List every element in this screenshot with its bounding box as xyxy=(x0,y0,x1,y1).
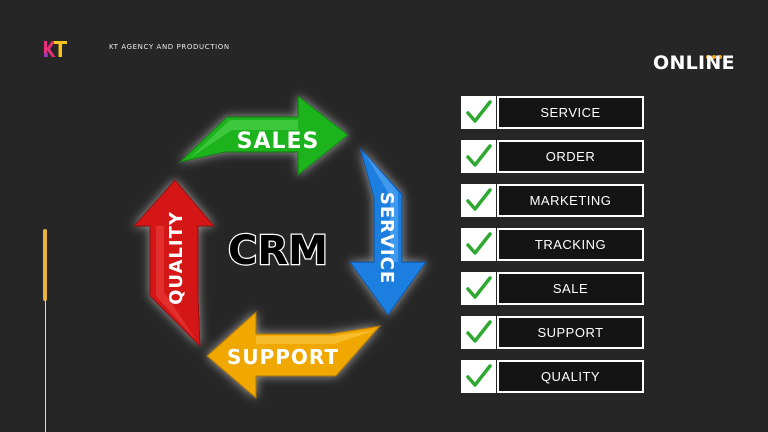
sales-arrow-label: SALES xyxy=(237,129,320,154)
list-item: SUPPORT xyxy=(461,316,644,349)
divider-line xyxy=(44,300,46,432)
sales-arrow xyxy=(178,94,349,177)
crm-center-label: CRM xyxy=(228,228,328,274)
list-item-label: TRACKING xyxy=(497,228,644,261)
checkbox xyxy=(461,316,496,349)
accent-line xyxy=(43,229,47,301)
checkmark-icon xyxy=(466,188,492,211)
checkbox xyxy=(461,228,496,261)
list-item-label: SUPPORT xyxy=(497,316,644,349)
list-item: MARKETING xyxy=(461,184,644,217)
list-item: SERVICE xyxy=(461,96,644,129)
checkmark-icon xyxy=(466,364,492,387)
quality-arrow xyxy=(132,179,216,348)
service-arrow xyxy=(349,147,427,316)
list-item: SALE xyxy=(461,272,644,305)
checkbox xyxy=(461,272,496,305)
list-item: QUALITY xyxy=(461,360,644,393)
checkbox xyxy=(461,140,496,173)
checkmark-icon xyxy=(466,320,492,343)
more-dots-icon[interactable] xyxy=(706,44,724,63)
list-item-label: SALE xyxy=(497,272,644,305)
list-item-label: ORDER xyxy=(497,140,644,173)
checklist: SERVICE ORDER MARKETING TRACKING SALE SU… xyxy=(461,96,644,404)
list-item: TRACKING xyxy=(461,228,644,261)
list-item: ORDER xyxy=(461,140,644,173)
checkbox xyxy=(461,96,496,129)
list-item-label: SERVICE xyxy=(497,96,644,129)
list-item-label: MARKETING xyxy=(497,184,644,217)
checkmark-icon xyxy=(466,144,492,167)
online-status: ONLINE xyxy=(653,52,735,74)
support-arrow xyxy=(206,310,382,400)
support-arrow-label: SUPPORT xyxy=(227,345,339,369)
checkbox xyxy=(461,184,496,217)
list-item-label: QUALITY xyxy=(497,360,644,393)
checkmark-icon xyxy=(466,100,492,123)
kt-logo xyxy=(44,41,67,57)
service-arrow-label: SERVICE xyxy=(376,192,397,284)
quality-arrow-label: QUALITY xyxy=(166,211,187,305)
brand-text: KT AGENCY AND PRODUCTION xyxy=(109,43,230,51)
checkmark-icon xyxy=(466,232,492,255)
checkbox xyxy=(461,360,496,393)
checkmark-icon xyxy=(466,276,492,299)
